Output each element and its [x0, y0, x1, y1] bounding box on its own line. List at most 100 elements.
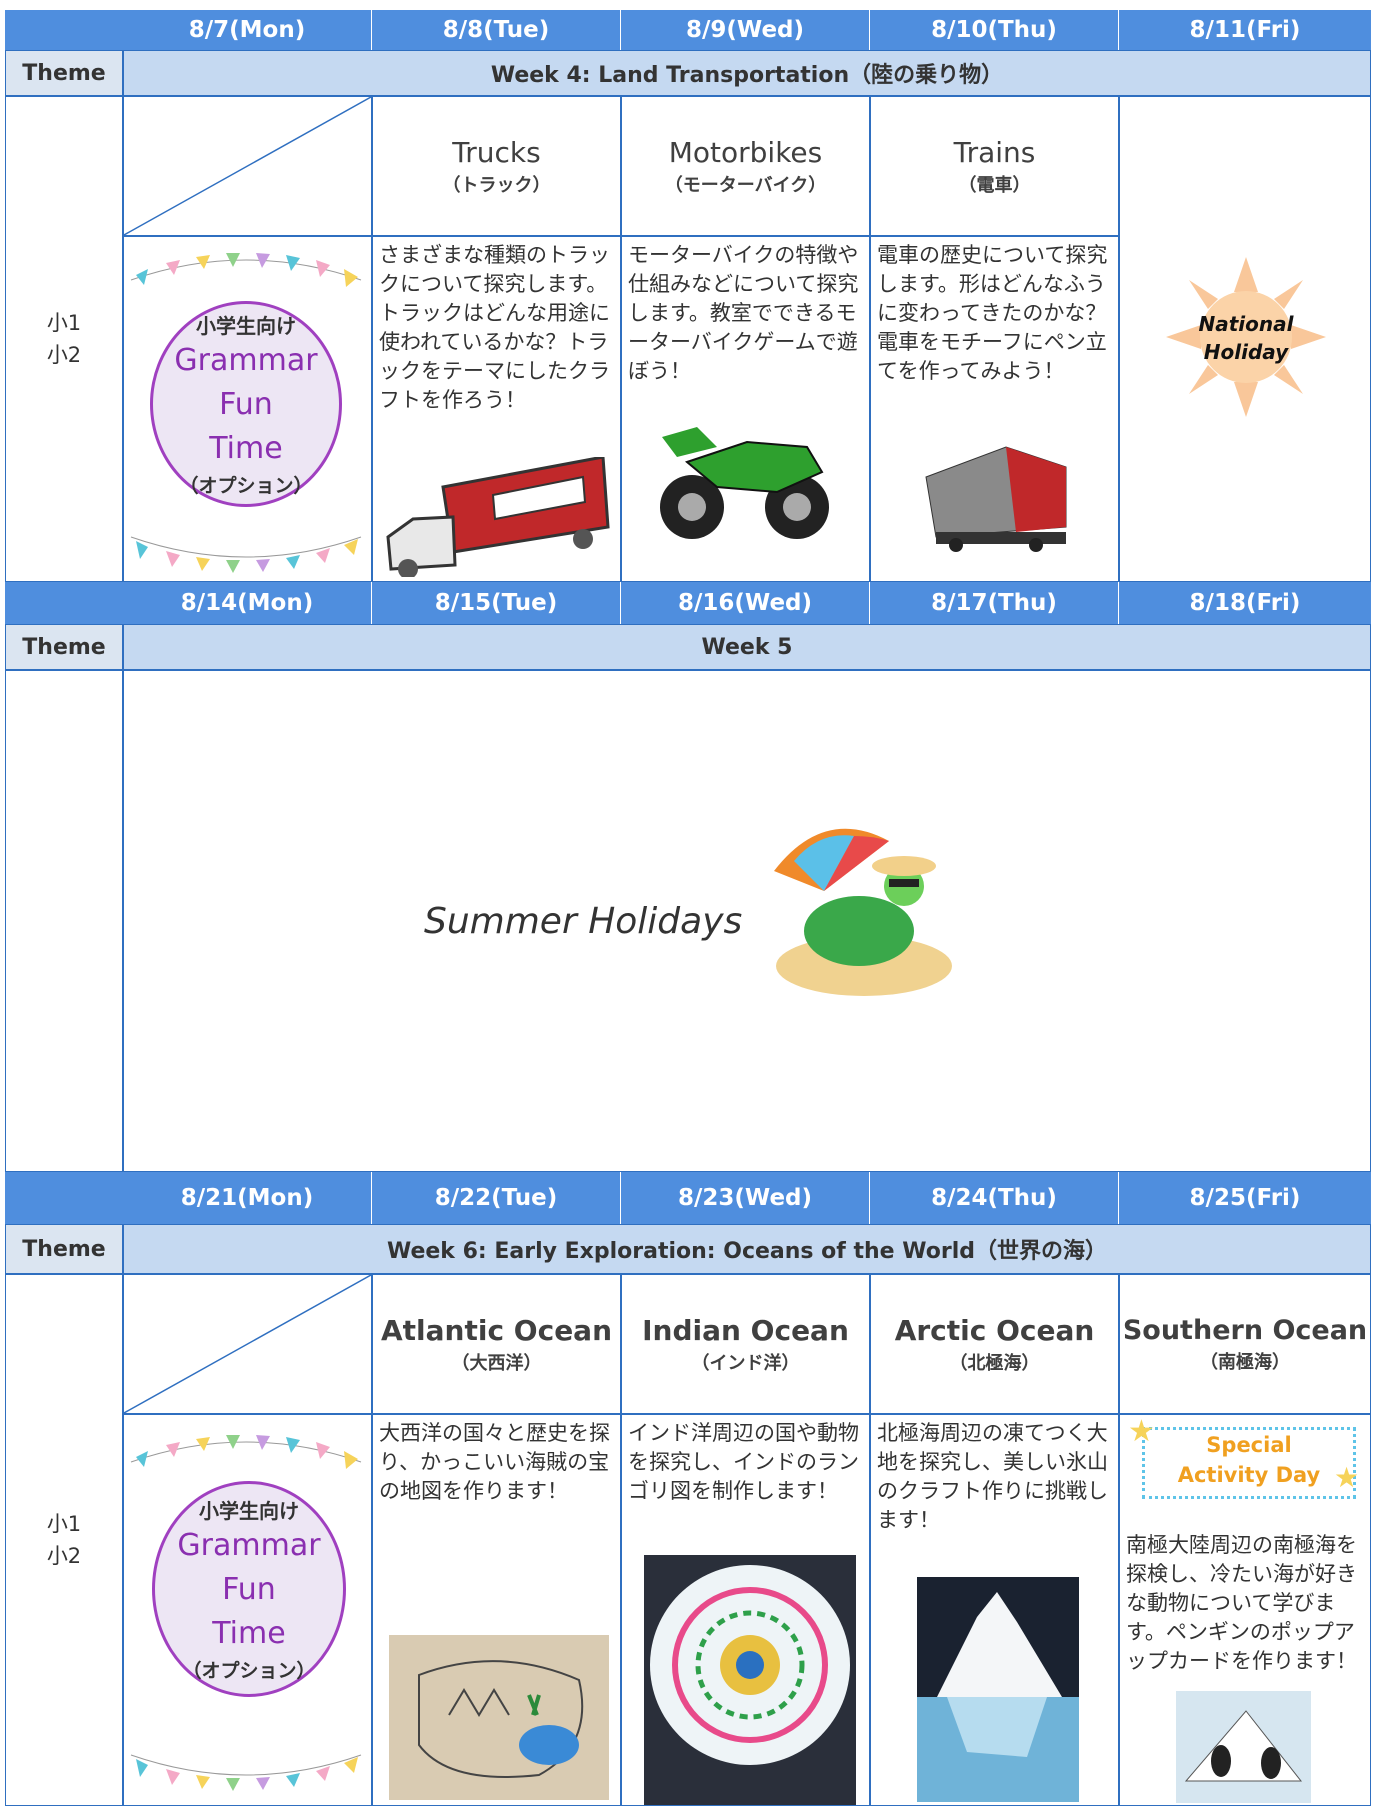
week6-header-blank — [5, 1172, 123, 1224]
motorbike-icon — [660, 427, 829, 539]
day-header: 8/14(Mon) — [123, 582, 372, 624]
iceberg-icon — [917, 1577, 1079, 1802]
theme-label: Theme — [5, 1224, 123, 1274]
truck-icon — [386, 457, 610, 577]
topic-title: Trains — [953, 135, 1036, 169]
special-activity-badge: Special Activity Day — [1142, 1427, 1356, 1499]
day-header: 8/11(Fri) — [1119, 10, 1371, 50]
desc-text: インド洋周辺の国や動物を探究し、インドのランゴリ図を制作します！ — [628, 1421, 859, 1503]
desc-trucks: さまざまな種類のトラックについて探究します。トラックはどんな用途に使われているか… — [372, 236, 621, 582]
day-header: 8/8(Tue) — [372, 10, 621, 50]
topic-motorbikes: Motorbikes （モーターバイク） — [621, 96, 870, 236]
topic-title: Southern Ocean — [1122, 1314, 1368, 1346]
grade-1: 小1 — [46, 1512, 82, 1536]
diagonal-line — [124, 1275, 372, 1414]
option-fun: Fun — [219, 387, 273, 422]
star-icon: ★ — [1334, 1461, 1360, 1494]
topic-title: Atlantic Ocean — [380, 1313, 613, 1347]
week4-header-blank — [5, 10, 123, 50]
theme-title: Week 5 — [123, 624, 1371, 670]
rangoli-icon — [644, 1555, 856, 1805]
grammar-oval: 小学生向け Grammar Fun Time （オプション） — [150, 301, 342, 507]
desc-arctic: 北極海周辺の凍てつく大地を探究し、美しい氷山のクラフト作りに挑戦します！ — [870, 1414, 1119, 1806]
grade-label: 小1 小2 — [5, 1274, 123, 1806]
desc-indian: インド洋周辺の国や動物を探究し、インドのランゴリ図を制作します！ — [621, 1414, 870, 1806]
topic-sub: （大西洋） — [451, 1352, 542, 1374]
day-header: 8/15(Tue) — [372, 582, 621, 624]
sun-icon — [1166, 257, 1326, 417]
topic-title: Trucks — [452, 135, 541, 169]
desc-southern: Special Activity Day ★ ★ 南極大陸周辺の南極海を探検し、… — [1119, 1414, 1371, 1806]
grammar-cell: 小学生向け Grammar Fun Time （オプション） — [123, 1414, 372, 1806]
bunting-top-icon — [130, 1435, 362, 1469]
topic-title: Arctic Ocean — [894, 1313, 1095, 1347]
theme-label: Theme — [5, 624, 123, 670]
diagonal-cell — [123, 1274, 372, 1414]
bunting-bottom-icon — [130, 1754, 362, 1791]
option-for-elementary: 小学生向け — [199, 1499, 299, 1523]
topic-title: Motorbikes — [668, 135, 823, 169]
theme-title: Week 4: Land Transportation（陸の乗り物） — [123, 50, 1371, 96]
desc-text: さまざまな種類のトラックについて探究します。トラックはどんな用途に使われているか… — [379, 243, 610, 412]
day-header: 8/16(Wed) — [621, 582, 870, 624]
option-grammar: Grammar — [174, 343, 318, 378]
day-header: 8/18(Fri) — [1119, 582, 1371, 624]
turtle-umbrella-icon — [774, 828, 952, 996]
holiday-line-1: National — [1198, 312, 1294, 336]
desc-trains: 電車の歴史について探究します。形はどんなふうに変わってきたのかな？電車をモチーフ… — [870, 236, 1119, 582]
option-time: Time — [212, 1616, 286, 1651]
day-header: 8/23(Wed) — [621, 1172, 870, 1224]
topic-trains: Trains （電車） — [870, 96, 1119, 236]
summer-holidays-cell: Summer Holidays — [123, 670, 1371, 1172]
theme-title: Week 6: Early Exploration: Oceans of the… — [123, 1224, 1371, 1274]
grade-2: 小2 — [46, 343, 82, 367]
grammar-cell: 小学生向け Grammar Fun Time （オプション） — [123, 236, 372, 582]
option-time: Time — [209, 431, 283, 466]
bunting-top-icon — [130, 253, 362, 287]
day-header: 8/10(Thu) — [870, 10, 1119, 50]
topic-arctic: Arctic Ocean （北極海） — [870, 1274, 1119, 1414]
day-header: 8/25(Fri) — [1119, 1172, 1371, 1224]
option-optional: （オプション） — [179, 475, 313, 497]
day-header: 8/17(Thu) — [870, 582, 1119, 624]
desc-text: 北極海周辺の凍てつく大地を探究し、美しい氷山のクラフト作りに挑戦します！ — [877, 1421, 1108, 1532]
penguin-card-icon — [1176, 1691, 1311, 1803]
topic-sub: （北極海） — [949, 1352, 1040, 1374]
day-header: 8/22(Tue) — [372, 1172, 621, 1224]
summer-holidays-text: Summer Holidays — [424, 901, 743, 942]
topic-sub: （電車） — [958, 174, 1031, 196]
day-header: 8/24(Thu) — [870, 1172, 1119, 1224]
theme-label: Theme — [5, 50, 123, 96]
train-icon — [925, 446, 1067, 552]
star-icon: ★ — [1128, 1414, 1155, 1449]
grade-2: 小2 — [46, 1544, 82, 1568]
day-header: 8/21(Mon) — [123, 1172, 372, 1224]
topic-sub: （南極海） — [1200, 1351, 1290, 1373]
topic-sub: （モーターバイク） — [664, 174, 827, 196]
diagonal-line — [124, 97, 372, 236]
topic-indian: Indian Ocean （インド洋） — [621, 1274, 870, 1414]
desc-atlantic: 大西洋の国々と歴史を探り、かっこいい海賊の宝の地図を作ります！ — [372, 1414, 621, 1806]
option-for-elementary: 小学生向け — [196, 314, 296, 338]
special-line-1: Special — [1206, 1433, 1292, 1457]
topic-trucks: Trucks （トラック） — [372, 96, 621, 236]
treasure-map-icon — [389, 1635, 609, 1800]
topic-title: Indian Ocean — [642, 1313, 849, 1347]
grammar-oval: 小学生向け Grammar Fun Time （オプション） — [152, 1481, 346, 1697]
desc-text: モーターバイクの特徴や仕組みなどについて探究します。教室でできるモーターバイクゲ… — [628, 243, 859, 383]
topic-southern: Southern Ocean （南極海） — [1119, 1274, 1371, 1414]
holiday-text: National Holiday — [1166, 310, 1326, 366]
desc-motorbikes: モーターバイクの特徴や仕組みなどについて探究します。教室でできるモーターバイクゲ… — [621, 236, 870, 582]
option-optional: （オプション） — [182, 1660, 316, 1682]
holiday-cell: National Holiday — [1119, 96, 1371, 582]
option-fun: Fun — [222, 1572, 276, 1607]
topic-atlantic: Atlantic Ocean （大西洋） — [372, 1274, 621, 1414]
grade-label: 小1 小2 — [5, 96, 123, 582]
special-line-2: Activity Day — [1177, 1463, 1321, 1487]
summer-grade-blank — [5, 670, 123, 1172]
desc-text: 南極大陸周辺の南極海を探検し、冷たい海が好きな動物について学びます。ペンギンのポ… — [1126, 1533, 1357, 1673]
diagonal-cell — [123, 96, 372, 236]
bunting-bottom-icon — [130, 536, 362, 573]
holiday-line-2: Holiday — [1203, 340, 1289, 364]
topic-sub: （トラック） — [442, 174, 551, 196]
